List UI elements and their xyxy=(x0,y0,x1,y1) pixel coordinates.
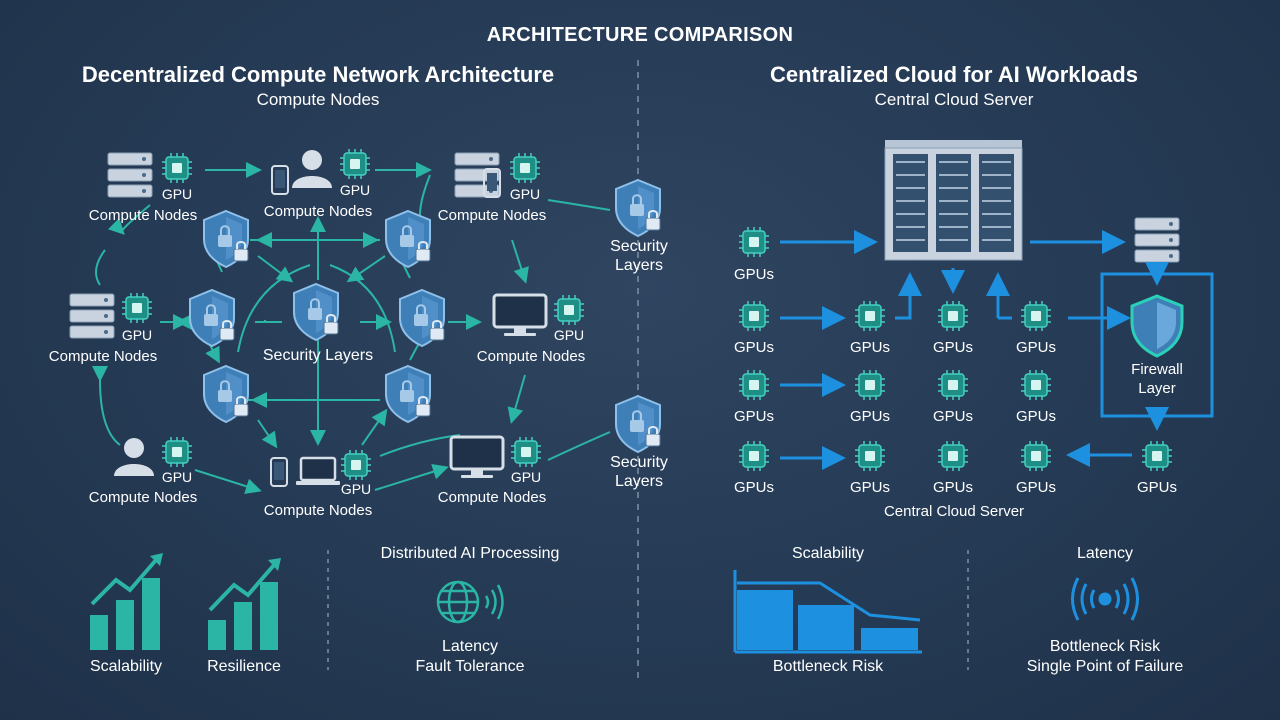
right-connections xyxy=(780,230,1169,470)
resilience-label: Resilience xyxy=(207,658,281,675)
gpu-label: GPU xyxy=(161,469,193,485)
gpus-label: GPUs xyxy=(733,408,775,425)
scalability-label: Scalability xyxy=(791,545,865,562)
firewall-label: Layer xyxy=(1138,380,1176,397)
gpus-label: GPUs xyxy=(733,339,775,356)
gpu-label: GPU xyxy=(553,327,585,343)
node-label: Compute Nodes xyxy=(263,203,373,220)
gpu-label: GPU xyxy=(161,186,193,202)
security-label: Security xyxy=(610,238,668,255)
node-label: Compute Nodes xyxy=(48,348,158,365)
gpus-label: GPUs xyxy=(733,479,775,496)
signal-icon xyxy=(1071,577,1139,621)
gpus-label: GPUs xyxy=(932,408,974,425)
gpus-label: GPUs xyxy=(1015,408,1057,425)
firewall-box xyxy=(1100,272,1214,418)
bottleneck-label: Bottleneck Risk xyxy=(1049,638,1161,655)
gpu-label: GPU xyxy=(339,182,371,198)
node-label: Compute Nodes xyxy=(88,489,198,506)
fault-tolerance-label: Fault Tolerance xyxy=(415,658,525,675)
bottleneck-chart-icon xyxy=(733,570,922,654)
latency-label: Latency xyxy=(1076,545,1134,562)
shield-icon xyxy=(615,395,661,453)
scalability-chart-icon xyxy=(90,553,163,650)
distributed-label: Distributed AI Processing xyxy=(380,545,560,562)
right-subtitle: Central Cloud Server xyxy=(874,90,1034,109)
globe-icon xyxy=(436,580,504,624)
shield-icon xyxy=(293,283,339,341)
gpu-label: GPU xyxy=(121,327,153,343)
gpus-label: GPUs xyxy=(932,339,974,356)
shield-icon xyxy=(615,179,661,237)
gpu-label: GPU xyxy=(510,469,542,485)
shield-icon xyxy=(385,210,431,268)
server-icon xyxy=(1134,217,1180,263)
firewall-shield-icon xyxy=(1130,294,1184,358)
security-label: Layers xyxy=(614,257,664,274)
node-label: Compute Nodes xyxy=(437,207,547,224)
node-label: Compute Nodes xyxy=(476,348,586,365)
node-label: Compute Nodes xyxy=(263,502,373,519)
node-label: Compute Nodes xyxy=(437,489,547,506)
shield-icon xyxy=(203,210,249,268)
gpu-label: GPU xyxy=(340,481,372,497)
latency-label: Latency xyxy=(441,638,499,655)
gpus-label: GPUs xyxy=(733,266,775,283)
central-server-footer: Central Cloud Server xyxy=(883,503,1025,520)
single-point-label: Single Point of Failure xyxy=(1026,658,1184,675)
gpus-label: GPUs xyxy=(849,339,891,356)
left-subtitle: Compute Nodes xyxy=(256,90,380,109)
resilience-chart-icon xyxy=(208,558,281,650)
firewall-label: Firewall xyxy=(1131,361,1183,378)
node-label: Compute Nodes xyxy=(88,207,198,224)
shield-icon xyxy=(385,365,431,423)
bottleneck-label: Bottleneck Risk xyxy=(772,658,884,675)
right-title: Centralized Cloud for AI Workloads xyxy=(770,62,1138,87)
gpus-label: GPUs xyxy=(1136,479,1178,496)
scalability-label: Scalability xyxy=(89,658,163,675)
left-connections xyxy=(92,162,611,494)
gpus-label: GPUs xyxy=(932,479,974,496)
center-security-label: Security Layers xyxy=(262,347,374,364)
gpu-label: GPU xyxy=(509,186,541,202)
security-label: Security xyxy=(610,454,668,471)
gpus-label: GPUs xyxy=(1015,339,1057,356)
shield-icon xyxy=(399,289,445,347)
gpus-label: GPUs xyxy=(849,479,891,496)
page-title: ARCHITECTURE COMPARISON xyxy=(486,24,794,46)
central-server-icon xyxy=(884,140,1023,261)
security-label: Layers xyxy=(614,473,664,490)
shield-icon xyxy=(203,365,249,423)
gpus-label: GPUs xyxy=(1015,479,1057,496)
shield-icon xyxy=(189,289,235,347)
gpus-label: GPUs xyxy=(849,408,891,425)
left-title: Decentralized Compute Network Architectu… xyxy=(81,62,555,87)
